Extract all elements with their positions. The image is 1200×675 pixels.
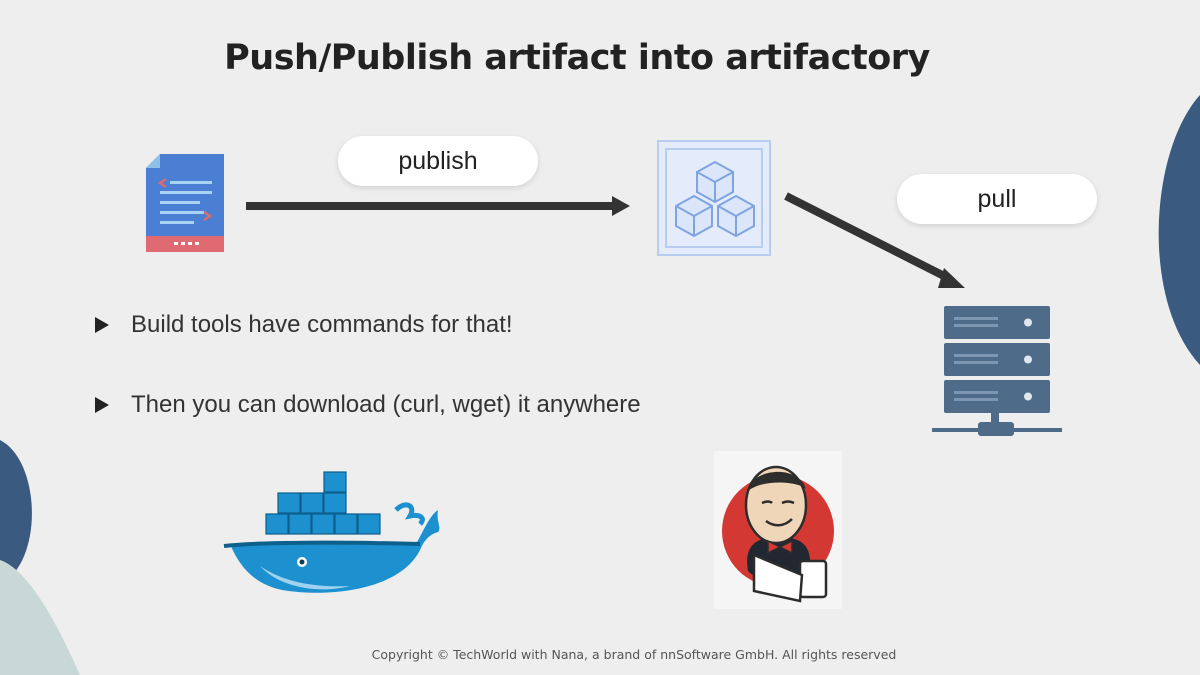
bullet-text: Build tools have commands for that!: [131, 311, 513, 339]
triangle-bullet-icon: [95, 397, 109, 413]
bullet-item: Build tools have commands for that!: [95, 308, 641, 342]
bullet-item: Then you can download (curl, wget) it an…: [95, 388, 641, 422]
code-file-icon: [146, 154, 226, 252]
docker-whale-icon: [220, 470, 446, 600]
bullet-text: Then you can download (curl, wget) it an…: [131, 391, 641, 419]
pull-label-text: pull: [978, 185, 1017, 214]
artifact-repository-icon: [657, 140, 771, 256]
pull-label: pull: [897, 174, 1097, 224]
bullet-list: Build tools have commands for that! Then…: [95, 308, 641, 468]
publish-label-text: publish: [398, 147, 477, 176]
publish-label: publish: [338, 136, 538, 186]
copyright-footer: Copyright © TechWorld with Nana, a brand…: [0, 647, 1200, 662]
triangle-bullet-icon: [95, 317, 109, 333]
server-icon: [932, 306, 1064, 436]
jenkins-butler-icon: [714, 451, 842, 609]
